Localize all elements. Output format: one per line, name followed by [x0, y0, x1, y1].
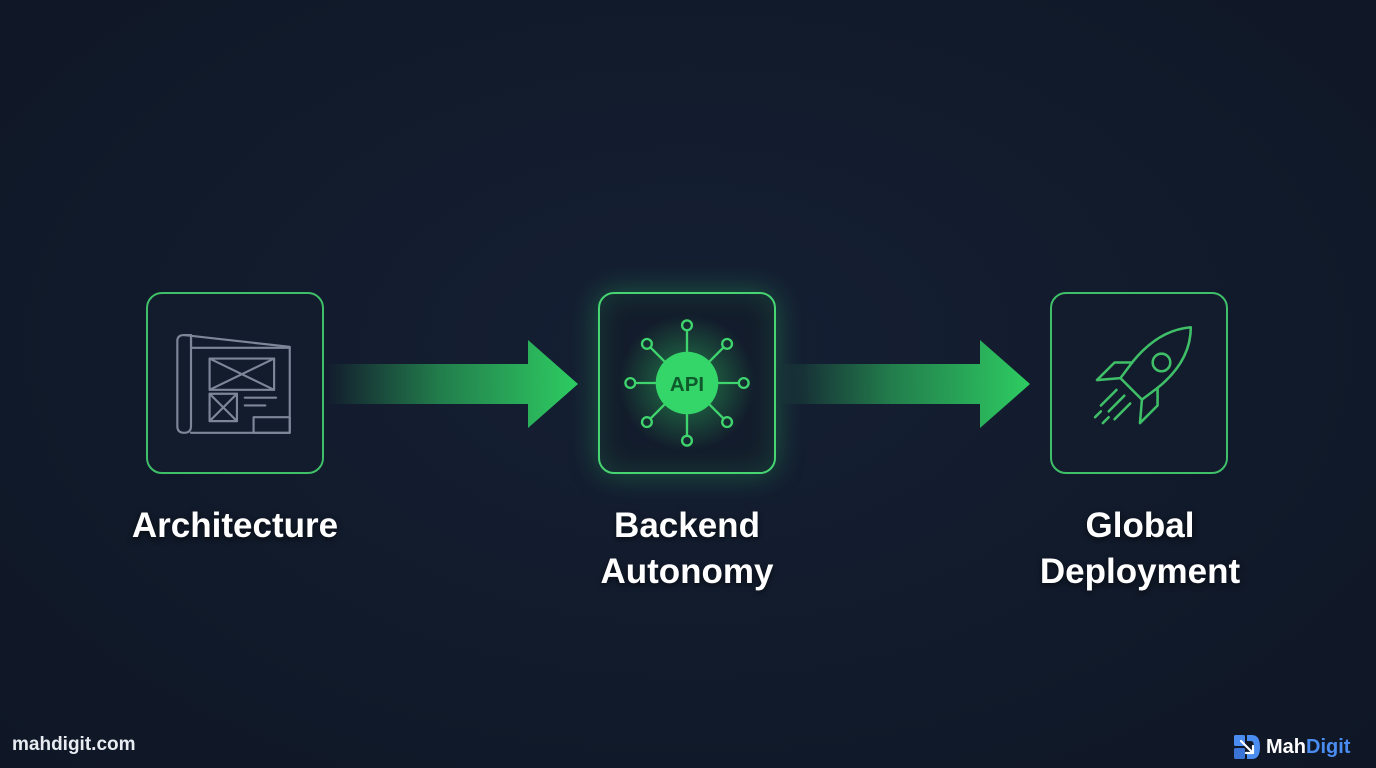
api-icon-text: API [670, 373, 704, 396]
rocket-icon [1093, 326, 1193, 425]
connector-arrow-2 [780, 340, 1030, 428]
brand-name: MahDigit [1266, 736, 1350, 759]
backend-autonomy-label: Backend Autonomy [600, 506, 774, 591]
global-deployment-label: Global Deployment [1039, 506, 1241, 591]
architecture-node [146, 292, 324, 474]
brand-name-part2: Digit [1306, 735, 1351, 758]
brand-name-part1: Mah [1266, 735, 1306, 758]
mahdigit-logo-icon [1234, 735, 1260, 759]
architecture-label: Architecture [131, 506, 339, 545]
blueprint-icon [176, 334, 291, 434]
footer-url: mahdigit.com [12, 734, 136, 755]
brand-logo: MahDigit [1232, 731, 1350, 763]
global-deployment-node [1050, 292, 1228, 474]
backend-autonomy-node: API [598, 292, 776, 474]
api-network-icon: API [618, 314, 756, 452]
connector-arrow-1 [328, 340, 578, 428]
